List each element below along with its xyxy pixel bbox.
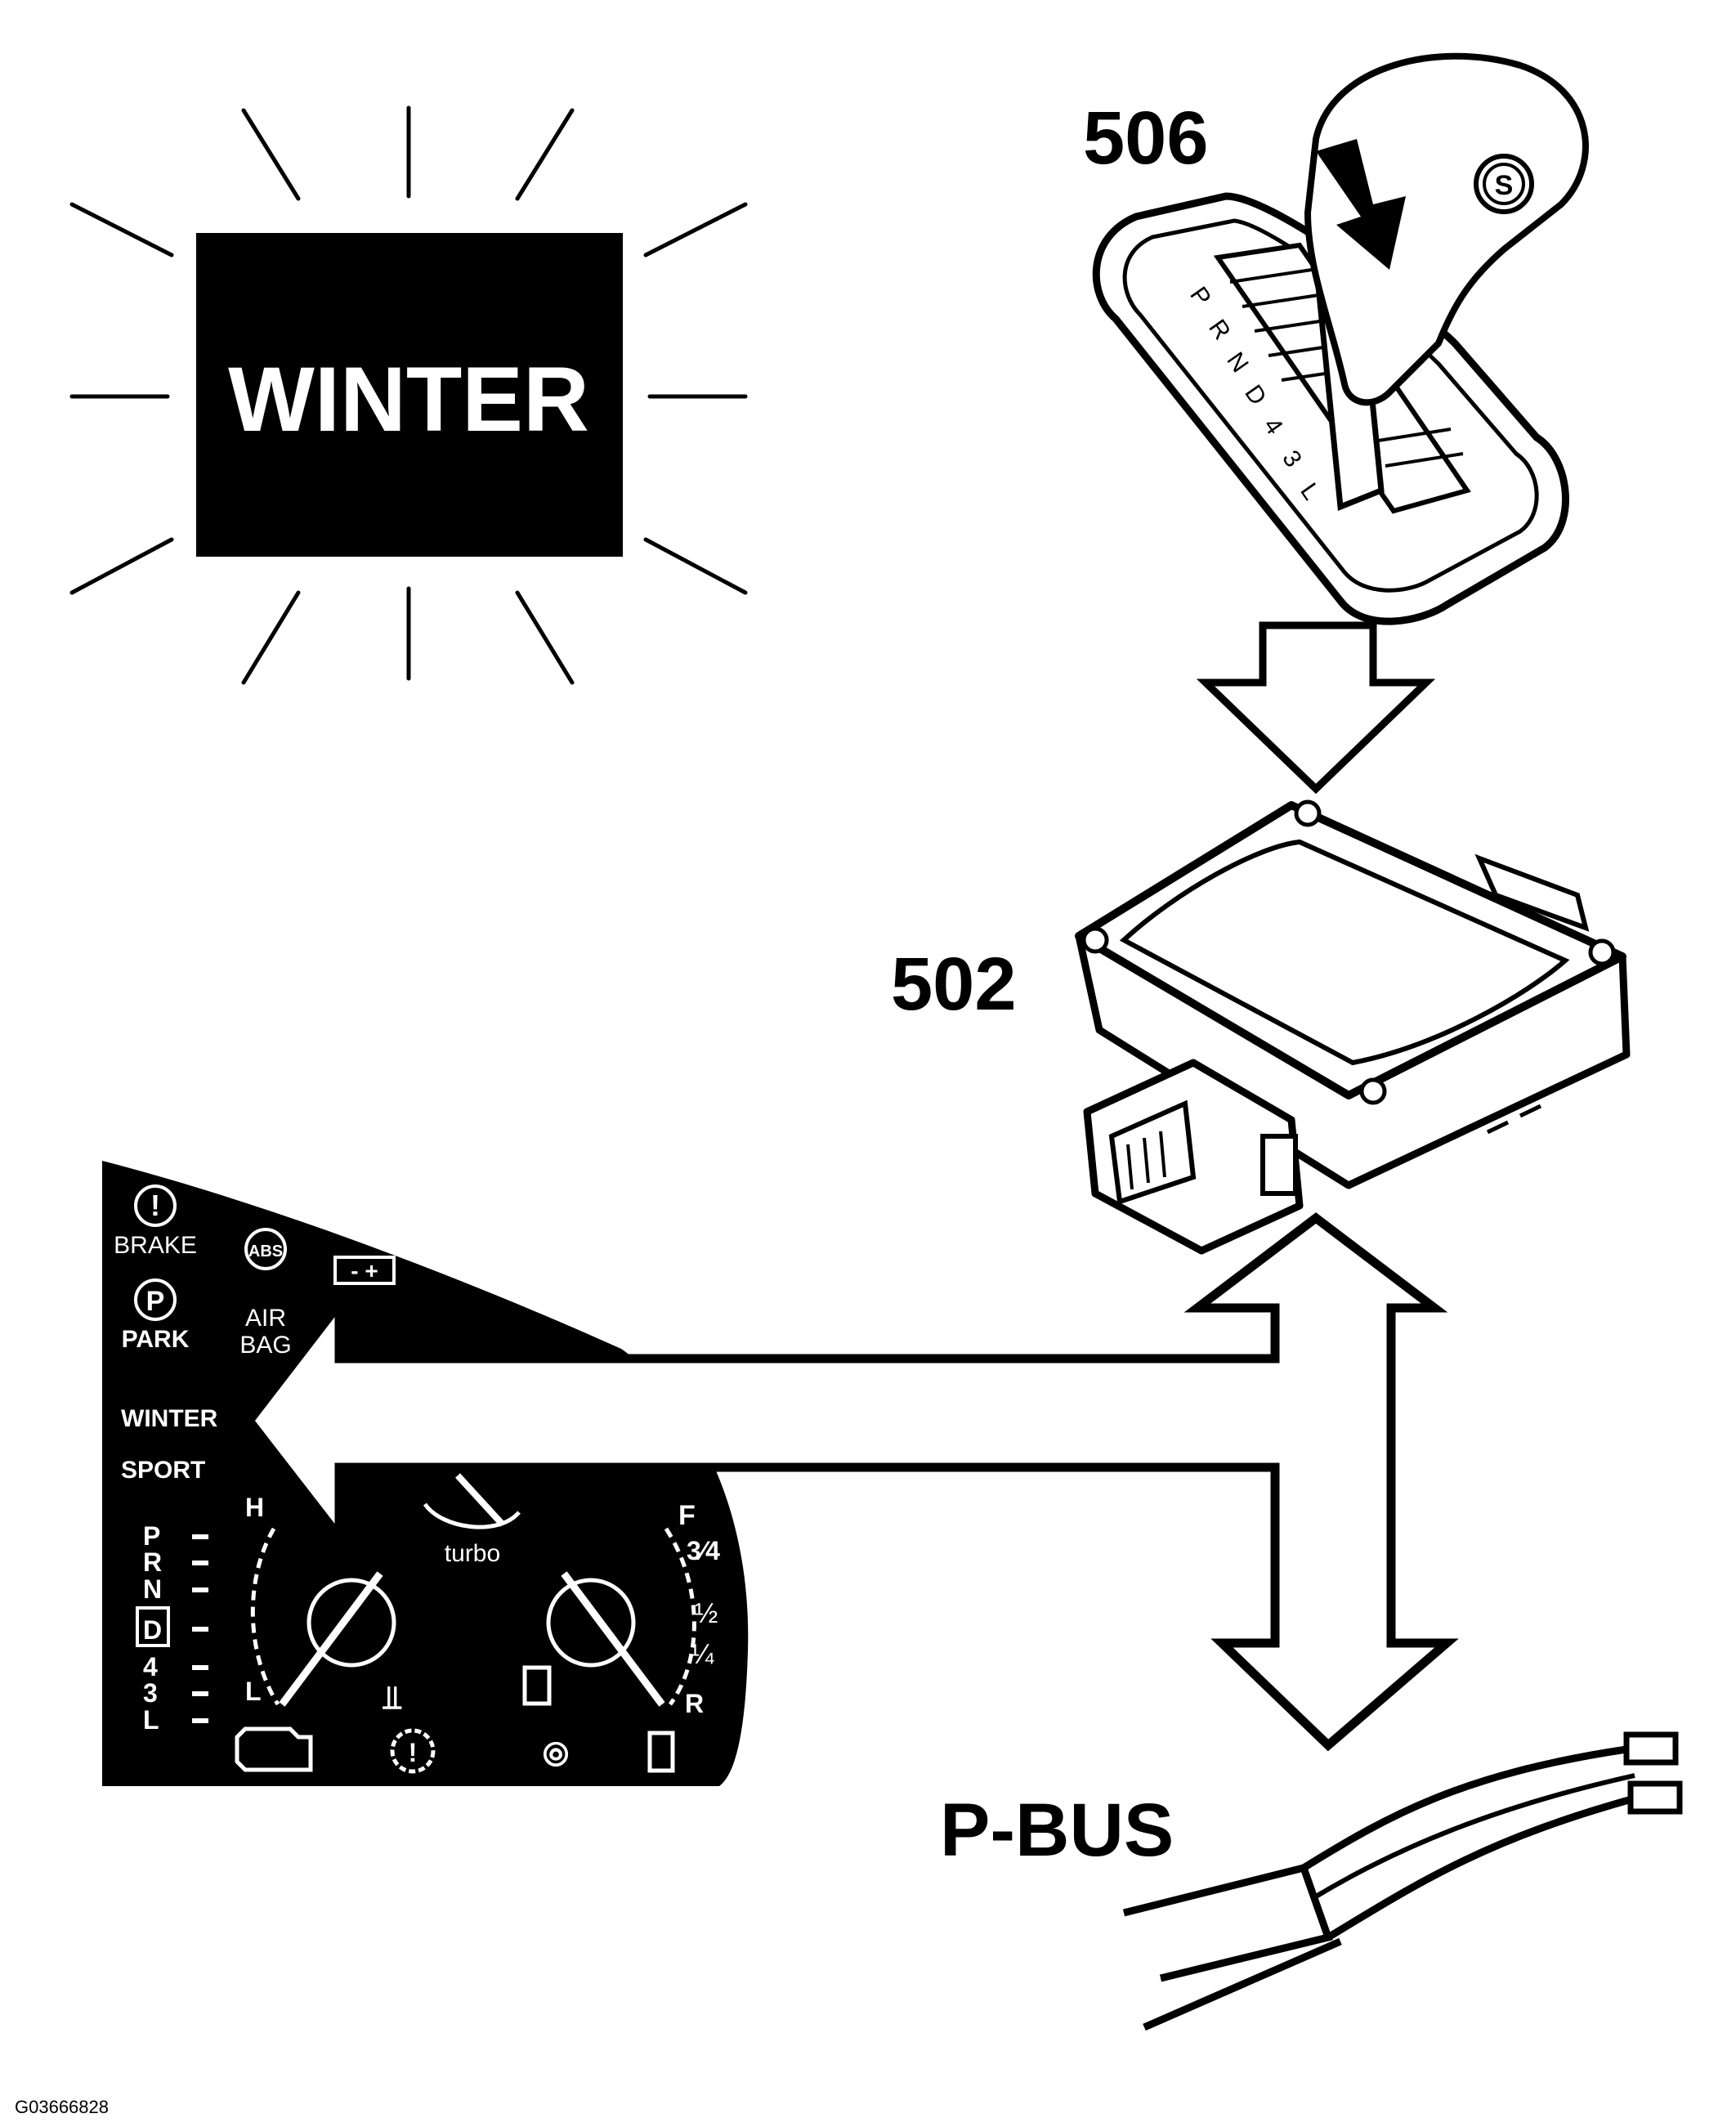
svg-text:!: ! bbox=[409, 1738, 418, 1767]
airbag-lamp-label-1: AIR bbox=[245, 1305, 286, 1332]
winter-indicator-box bbox=[196, 233, 623, 557]
winter-indicator: WINTER bbox=[69, 105, 748, 685]
svg-text:R: R bbox=[685, 1689, 704, 1718]
svg-text:4: 4 bbox=[143, 1652, 158, 1681]
svg-text:3⁄4: 3⁄4 bbox=[687, 1536, 720, 1565]
svg-text:P: P bbox=[146, 1286, 165, 1317]
park-lamp-label: PARK bbox=[122, 1326, 190, 1353]
warning-lamps bbox=[134, 1184, 396, 1321]
brake-lamp-label: BRAKE bbox=[114, 1232, 197, 1259]
cluster-sport-label: SPORT bbox=[121, 1457, 205, 1484]
turbo-gauge: turbo bbox=[423, 1473, 521, 1567]
bus-data-arrow bbox=[244, 1212, 1459, 1752]
cluster-panel bbox=[102, 1161, 749, 1786]
figure-id: G03666828 bbox=[15, 2097, 109, 2117]
p-bus-label: P-BUS bbox=[940, 1789, 1174, 1872]
instrument-cluster: ! P ABS - + BRAKE PARK AIR BAG WINTER SP… bbox=[102, 1161, 749, 1786]
fuel-gauge: F 3⁄4 ½ ¼ R bbox=[522, 1500, 720, 1718]
airbag-lamp-label-2: BAG bbox=[239, 1332, 291, 1359]
svg-text:R: R bbox=[143, 1547, 162, 1577]
brake-warning-icon bbox=[134, 1184, 177, 1227]
temperature-gauge: H L ⫫ bbox=[245, 1493, 403, 1716]
svg-text:½: ½ bbox=[695, 1598, 718, 1629]
svg-text:H: H bbox=[245, 1493, 264, 1522]
fuel-pump-icon bbox=[522, 1665, 552, 1706]
check-engine-icon bbox=[235, 1726, 313, 1772]
winter-indicator-label: WINTER bbox=[228, 348, 589, 450]
gear-selector-knob bbox=[1304, 52, 1589, 406]
svg-text:P: P bbox=[143, 1521, 160, 1551]
headlight-warning-icon: ⦾ bbox=[543, 1737, 569, 1773]
svg-text:3: 3 bbox=[143, 1678, 158, 1708]
svg-text:L: L bbox=[143, 1705, 159, 1735]
svg-text:- +: - + bbox=[351, 1258, 378, 1283]
fuel-low-icon bbox=[647, 1731, 675, 1773]
control-module-502: 502 bbox=[891, 799, 1631, 1255]
transmission-warning-icon bbox=[390, 1728, 436, 1774]
press-arrow bbox=[1316, 139, 1406, 270]
svg-text:F: F bbox=[678, 1500, 696, 1531]
svg-text:L: L bbox=[245, 1677, 262, 1706]
turbo-label: turbo bbox=[445, 1540, 500, 1567]
gear-position-indicator: P R N D 4 3 L bbox=[143, 1521, 162, 1735]
abs-warning-icon bbox=[244, 1228, 287, 1270]
coolant-temp-icon: ⫫ bbox=[383, 1680, 403, 1716]
svg-text:¼: ¼ bbox=[691, 1639, 714, 1670]
indicator-rays bbox=[69, 105, 748, 685]
control-module-callout: 502 bbox=[891, 943, 1017, 1026]
battery-warning-icon bbox=[333, 1256, 396, 1285]
svg-text:!: ! bbox=[150, 1189, 160, 1222]
svg-text:N: N bbox=[143, 1574, 162, 1604]
sport-button-label: S bbox=[1495, 170, 1514, 201]
gear-selector-callout: 506 bbox=[1083, 96, 1209, 180]
abs-icon-label: ABS bbox=[248, 1243, 283, 1261]
svg-text:D: D bbox=[143, 1615, 162, 1645]
p-bus-cable: P-BUS bbox=[940, 1731, 1683, 2031]
cluster-winter-label: WINTER bbox=[121, 1405, 218, 1432]
down-arrow bbox=[1196, 621, 1436, 795]
park-brake-icon bbox=[134, 1278, 177, 1321]
gear-selector-506: 506 P R N D 4 3 L S bbox=[1083, 52, 1589, 625]
